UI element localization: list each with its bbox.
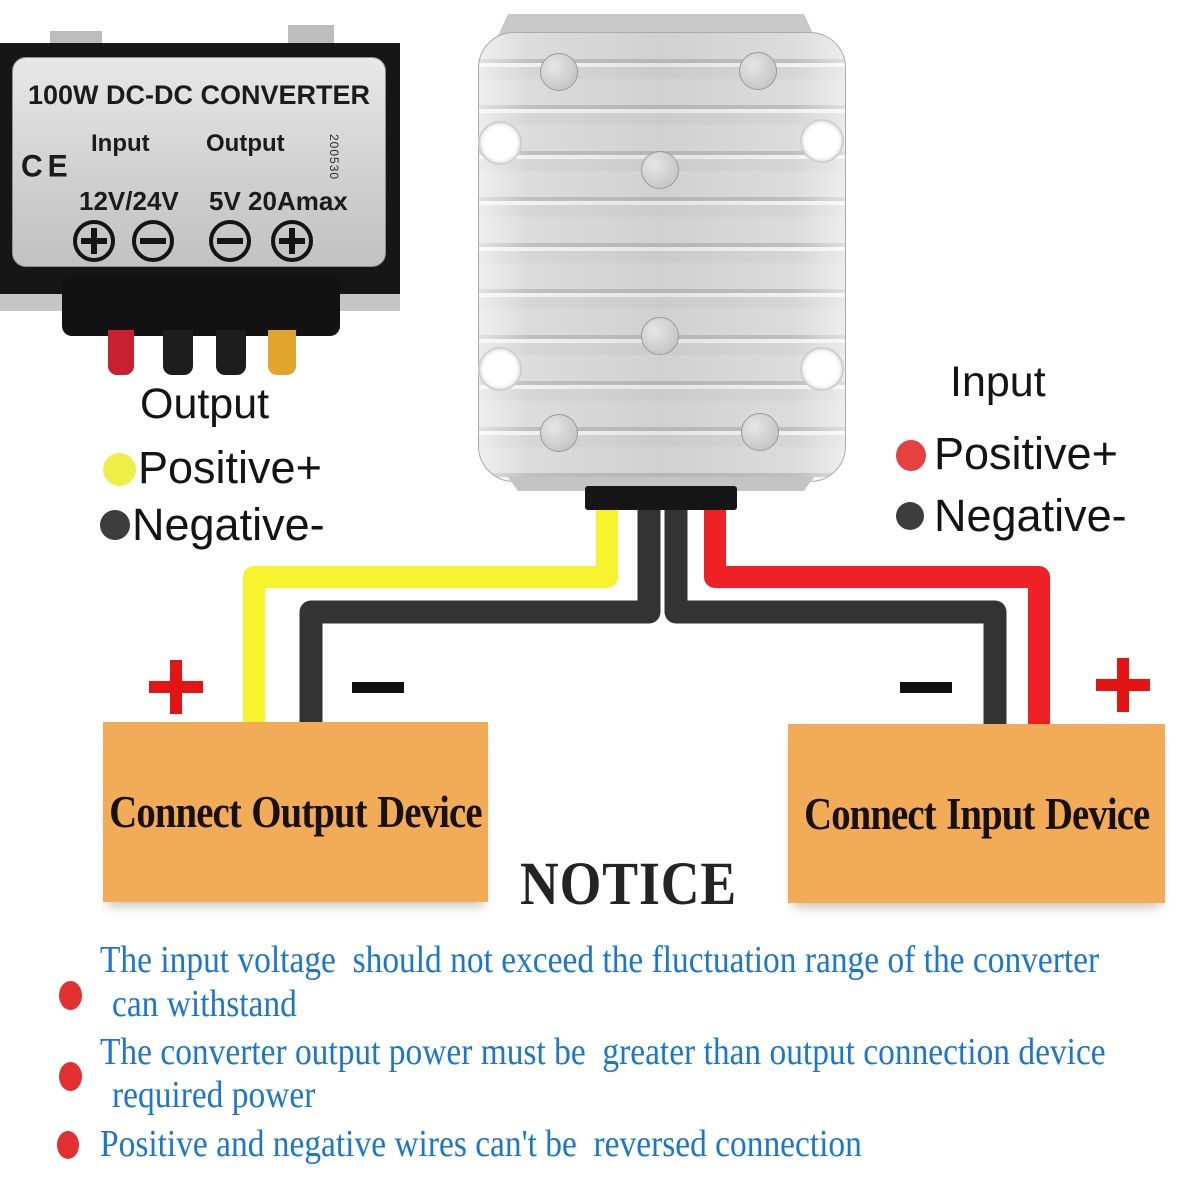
device-connector-block	[62, 276, 340, 336]
output-legend-title: Output	[140, 380, 270, 428]
rivet	[741, 413, 779, 451]
wire-stub-red	[108, 330, 134, 375]
output-negative-label: Negative-	[132, 499, 325, 550]
output-negative-dot-icon	[100, 510, 130, 540]
input-positive-dot-icon	[896, 440, 926, 471]
notice-item-3-line-1: Positive and negative wires can't be rev…	[100, 1123, 862, 1165]
connect-input-device-label: Connect Input Device	[803, 788, 1150, 839]
rivet	[641, 151, 679, 189]
output-negative-wire	[299, 496, 661, 740]
device-flange-tab	[288, 25, 334, 45]
spec-title: 100W DC-DC CONVERTER	[27, 80, 371, 110]
slot-screw-icon	[132, 220, 174, 262]
converter-spec-label: 100W DC-DC CONVERTER Input Output CE 200…	[12, 57, 386, 267]
slot-screw-icon	[209, 220, 251, 262]
wire-stub-yellow	[268, 330, 296, 375]
rivet	[540, 414, 578, 452]
connect-output-device-label: Connect Output Device	[109, 787, 482, 837]
notice-item-2-line-1: The converter output power must be great…	[100, 1031, 1106, 1073]
notice-item-2-line-2: required power	[112, 1074, 316, 1116]
output-positive-label: Positive+	[138, 442, 322, 493]
input-negative-label: Negative-	[934, 490, 1127, 541]
rivet	[739, 52, 777, 90]
notice-item-1-line-2: can withstand	[112, 983, 297, 1025]
wire-stub-black	[163, 330, 193, 375]
spec-output-label: Output	[206, 130, 285, 157]
wire-stub-black	[216, 330, 246, 375]
plus-sign-output	[149, 660, 203, 714]
spec-input-value: 12V/24V	[79, 186, 179, 216]
notice-title: NOTICE	[520, 851, 738, 918]
input-negative-dot-icon	[896, 502, 924, 530]
ce-mark: CE	[21, 149, 73, 184]
mounting-hole	[478, 347, 522, 391]
serial-number: 200530	[327, 134, 341, 181]
converter-wire-connector	[585, 486, 737, 510]
device-flange	[0, 294, 80, 311]
spec-input-label: Input	[91, 130, 150, 157]
connect-input-device-box: Connect Input Device	[788, 724, 1165, 903]
rivet	[641, 317, 679, 355]
rivet	[540, 53, 578, 91]
plus-sign-input	[1096, 658, 1150, 712]
minus-sign-input	[900, 682, 952, 693]
converter-heatsink-body	[478, 32, 846, 482]
notice-item-1-line-1: The input voltage should not exceed the …	[100, 939, 1100, 981]
mounting-hole	[800, 347, 844, 391]
converter-top-cap	[498, 14, 814, 36]
notice-bullet-icon	[59, 981, 82, 1010]
input-positive-label: Positive+	[934, 428, 1118, 479]
phillips-screw-icon	[73, 220, 115, 262]
input-legend-title: Input	[950, 358, 1046, 406]
mounting-hole	[478, 121, 522, 165]
spec-output-value: 5V 20Amax	[209, 186, 348, 216]
notice-bullet-icon	[57, 1131, 79, 1159]
output-positive-dot-icon	[103, 453, 136, 486]
notice-bullet-icon	[59, 1062, 82, 1091]
converter-bottom-cap	[508, 477, 814, 491]
mounting-hole	[800, 119, 844, 163]
minus-sign-output	[352, 682, 404, 693]
phillips-screw-icon	[271, 220, 313, 262]
device-flange-tab	[50, 31, 102, 45]
connect-output-device-box: Connect Output Device	[103, 722, 488, 902]
